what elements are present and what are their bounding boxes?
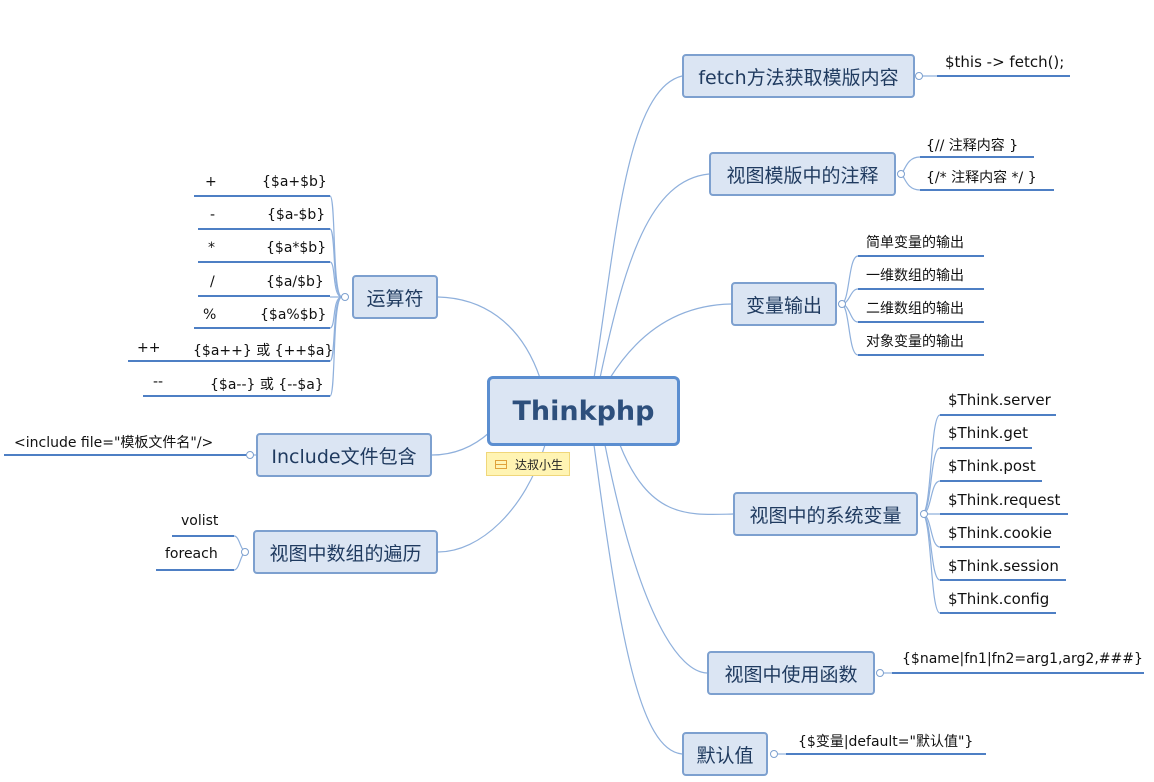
leaf-var-1: 一维数组的输出 [866, 268, 964, 284]
leaf-op-symbol: % [203, 307, 217, 323]
leaf-default-0: {$变量|default="默认值"} [798, 734, 974, 750]
branch-default[interactable]: 默认值 [682, 732, 768, 776]
leaf-op-expr: {$a*$b} [266, 240, 327, 256]
branch-array-loop[interactable]: 视图中数组的遍历 [253, 530, 438, 574]
leaf-sys-3: $Think.request [948, 491, 1061, 509]
leaf-var-0: 简单变量的输出 [866, 235, 964, 251]
leaf-loop-1: foreach [165, 546, 218, 562]
leaf-underline [198, 261, 330, 263]
leaf-underline [858, 354, 984, 356]
leaf-sys-4: $Think.cookie [948, 524, 1053, 542]
leaf-underline [920, 156, 1034, 158]
branch-comment[interactable]: 视图模版中的注释 [709, 152, 896, 196]
leaf-underline [198, 228, 330, 230]
leaf-underline [858, 321, 984, 323]
branch-fetch[interactable]: fetch方法获取模版内容 [682, 54, 915, 98]
leaf-op-symbol: -- [153, 374, 164, 390]
leaf-op-expr: {$a++} 或 {++$a} [193, 343, 334, 359]
leaf-fetch-0: $this -> fetch(); [945, 53, 1065, 71]
leaf-underline [940, 414, 1056, 416]
leaf-op-symbol: / [210, 274, 215, 290]
leaf-underline [143, 395, 330, 397]
leaf-sys-6: $Think.config [948, 590, 1050, 608]
leaf-underline [156, 569, 234, 571]
leaf-underline [128, 360, 330, 362]
collapse-toggle[interactable] [876, 669, 884, 677]
leaf-underline [892, 672, 1144, 674]
leaf-underline [940, 480, 1042, 482]
collapse-toggle[interactable] [246, 451, 254, 459]
leaf-op-symbol: + [205, 174, 217, 190]
branch-func[interactable]: 视图中使用函数 [707, 651, 875, 695]
collapse-toggle[interactable] [838, 300, 846, 308]
collapse-toggle[interactable] [241, 548, 249, 556]
collapse-toggle[interactable] [915, 72, 923, 80]
root-node[interactable]: Thinkphp [487, 376, 680, 446]
branch-operator[interactable]: 运算符 [352, 275, 438, 319]
leaf-underline [937, 75, 1070, 77]
leaf-underline [920, 189, 1054, 191]
leaf-op-symbol: - [210, 207, 216, 223]
leaf-func-0: {$name|fn1|fn2=arg1,arg2,###} [902, 651, 1143, 667]
note-icon [495, 459, 507, 469]
leaf-var-3: 对象变量的输出 [866, 334, 964, 350]
leaf-underline [858, 288, 984, 290]
leaf-underline [940, 513, 1068, 515]
leaf-underline [194, 195, 330, 197]
leaf-sys-0: $Think.server [948, 391, 1051, 409]
leaf-op-expr: {$a--} 或 {--$a} [210, 377, 324, 393]
leaf-sys-2: $Think.post [948, 457, 1036, 475]
collapse-toggle[interactable] [770, 750, 778, 758]
leaf-op-expr: {$a-$b} [267, 207, 326, 223]
author-sticker: 达叔小生 [486, 452, 570, 476]
leaf-op-expr: {$a+$b} [262, 174, 327, 190]
leaf-underline [786, 753, 986, 755]
leaf-var-2: 二维数组的输出 [866, 301, 964, 317]
leaf-comment-0: {// 注释内容 } [926, 138, 1019, 154]
leaf-include-0: <include file="模板文件名"/> [14, 435, 214, 451]
leaf-underline [940, 546, 1060, 548]
leaf-loop-0: volist [181, 513, 219, 529]
branch-var-output[interactable]: 变量输出 [731, 282, 837, 326]
leaf-op-expr: {$a/$b} [266, 274, 324, 290]
leaf-op-symbol: ++ [137, 340, 161, 356]
collapse-toggle[interactable] [920, 510, 928, 518]
leaf-underline [940, 612, 1056, 614]
leaf-sys-5: $Think.session [948, 557, 1059, 575]
collapse-toggle[interactable] [897, 170, 905, 178]
leaf-comment-1: {/* 注释内容 */ } [926, 170, 1037, 186]
branch-include[interactable]: Include文件包含 [256, 433, 432, 477]
leaf-underline [858, 255, 984, 257]
leaf-sys-1: $Think.get [948, 424, 1028, 442]
leaf-underline [4, 454, 246, 456]
leaf-underline [172, 535, 234, 537]
leaf-underline [194, 327, 330, 329]
branch-sysvar[interactable]: 视图中的系统变量 [733, 492, 918, 536]
author-name: 达叔小生 [515, 457, 564, 472]
leaf-op-symbol: * [208, 240, 215, 256]
leaf-underline [198, 295, 330, 297]
collapse-toggle[interactable] [341, 293, 349, 301]
leaf-underline [940, 579, 1066, 581]
leaf-underline [940, 447, 1032, 449]
leaf-op-expr: {$a%$b} [260, 307, 327, 323]
